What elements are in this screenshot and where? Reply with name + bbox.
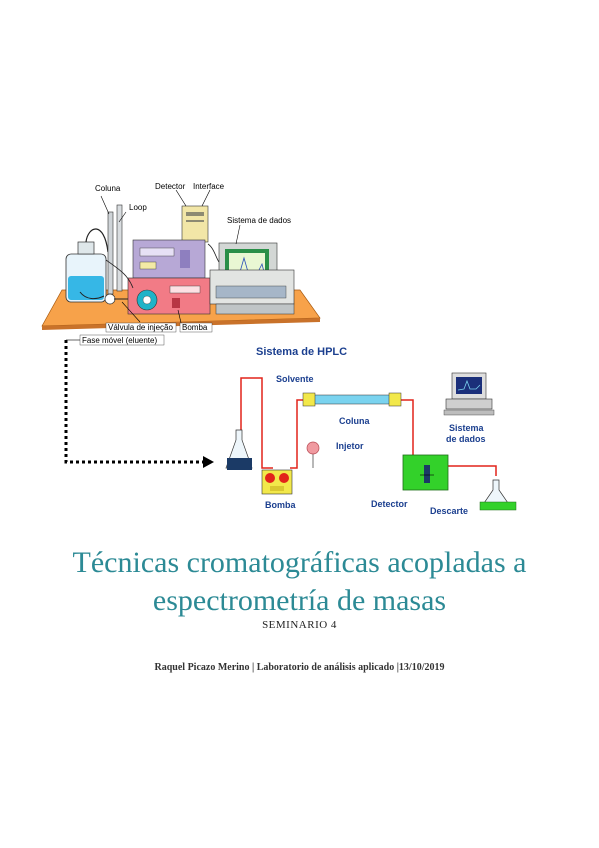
label-descarte: Descarte — [430, 506, 468, 516]
label-bomba-setup: Bomba — [182, 323, 208, 332]
schematic-title: Sistema de HPLC — [256, 346, 347, 358]
label-sistema: Sistema — [449, 423, 485, 433]
injector-module — [104, 277, 211, 315]
hplc-schematic: Sistema de HPLC — [225, 346, 517, 516]
label-solvente: Solvente — [276, 374, 314, 384]
flow-lines — [240, 377, 497, 476]
detector-symbol — [402, 454, 449, 491]
column-symbol — [302, 392, 402, 407]
label-valvula: Válvula de injeção — [108, 323, 173, 332]
label-coluna-schematic: Coluna — [339, 416, 370, 426]
document-title-line-1: Técnicas cromatográficas acopladas a — [72, 546, 527, 579]
hplc-setup-drawing: Coluna Detector Interface Loop Sistema d… — [41, 182, 321, 346]
pump-symbol — [261, 469, 293, 495]
hplc-illustration: Coluna Detector Interface Loop Sistema d… — [41, 182, 517, 516]
label-bomba-schematic: Bomba — [265, 500, 296, 510]
injector-symbol — [306, 441, 320, 468]
data-system-computer — [209, 242, 295, 315]
label-detector: Detector — [155, 182, 186, 191]
solvent-flask — [225, 429, 253, 470]
solvent-bottle — [65, 228, 109, 303]
detector-unit — [181, 205, 209, 243]
label-loop: Loop — [129, 203, 147, 212]
label-injetor: Injetor — [336, 441, 364, 451]
label-detector-schematic: Detector — [371, 499, 408, 509]
label-fase-movel: Fase móvel (eluente) — [82, 336, 157, 345]
document-subtitle: SEMINARIO 4 — [262, 619, 337, 631]
label-sistema-dados: Sistema de dados — [227, 216, 291, 225]
label-de-dados: de dados — [446, 434, 486, 444]
schematic-computer — [443, 372, 495, 416]
author-course-date: Raquel Picazo Merino | Laboratorio de an… — [154, 662, 445, 673]
waste-beaker — [479, 479, 517, 511]
label-interface: Interface — [193, 182, 225, 191]
column-tower — [100, 195, 127, 295]
dotted-arrow — [64, 340, 214, 468]
pump-module — [132, 239, 206, 279]
label-coluna: Coluna — [95, 184, 121, 193]
document-title-line-2: espectrometría de masas — [152, 584, 447, 617]
